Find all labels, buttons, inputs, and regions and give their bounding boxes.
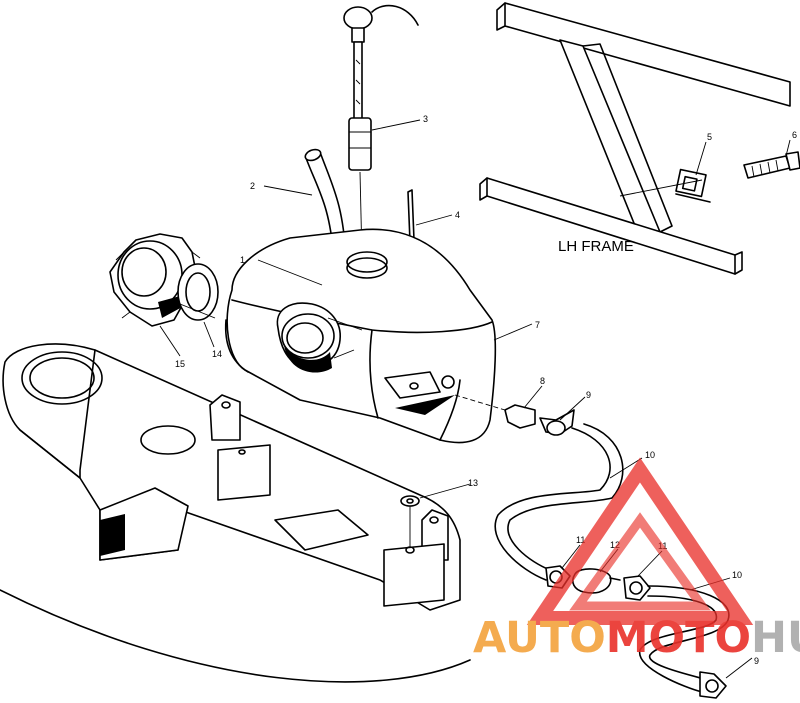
dipstick bbox=[343, 4, 419, 259]
cap-gasket bbox=[169, 263, 219, 321]
watermark-triangle bbox=[526, 457, 754, 625]
oil-tank bbox=[224, 228, 497, 444]
callout-9-lower: 9 bbox=[754, 656, 759, 666]
callout-7: 7 bbox=[535, 320, 540, 330]
callout-3: 3 bbox=[423, 114, 428, 124]
mount-bracket-right bbox=[383, 509, 449, 607]
callout-2: 2 bbox=[250, 181, 255, 191]
hose-fitting bbox=[454, 394, 536, 429]
callout-12: 12 bbox=[610, 540, 620, 550]
callout-1: 1 bbox=[240, 255, 245, 265]
watermark-text-auto: AUTO bbox=[473, 613, 606, 663]
grommet-washer bbox=[400, 495, 420, 548]
mount-bracket-left bbox=[209, 394, 271, 501]
oil-line-upper bbox=[494, 423, 624, 581]
callout-11-left: 11 bbox=[576, 535, 585, 545]
callout-10-upper: 10 bbox=[645, 450, 655, 460]
callout-9-upper: 9 bbox=[586, 390, 591, 400]
callout-8: 8 bbox=[540, 376, 545, 386]
lh-frame: LH FRAME bbox=[479, 2, 791, 275]
callout-10-lower: 10 bbox=[732, 570, 742, 580]
clamp-bolt bbox=[743, 151, 800, 179]
watermark-text-moto: MOTO bbox=[606, 613, 751, 663]
callout-14: 14 bbox=[212, 349, 222, 359]
callout-6: 6 bbox=[792, 130, 797, 140]
callout-13: 13 bbox=[468, 478, 478, 488]
callout-15: 15 bbox=[175, 359, 185, 369]
filler-cap bbox=[109, 233, 201, 327]
lh-frame-label: LH FRAME bbox=[558, 238, 634, 255]
callout-5: 5 bbox=[707, 132, 712, 142]
hose-clamp-lower bbox=[699, 671, 727, 699]
watermark-text-hub: HUB bbox=[751, 613, 800, 663]
callout-4: 4 bbox=[455, 210, 460, 220]
hose-clamp-upper bbox=[539, 409, 575, 436]
svg-text:AUTOMOTOHUB: AUTOMOTOHUB bbox=[473, 613, 800, 663]
hose-clamp-middle-right bbox=[623, 575, 651, 601]
watermark-logo: AUTOMOTOHUB bbox=[473, 457, 800, 663]
frame-clamp bbox=[675, 168, 711, 203]
